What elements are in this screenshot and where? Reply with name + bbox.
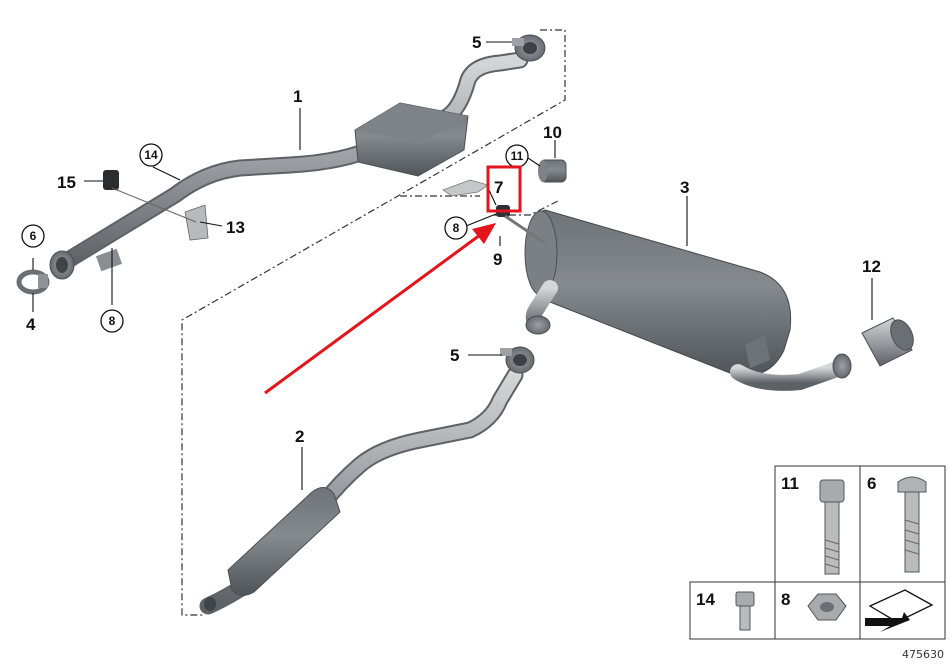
circled-callout-14: 14 <box>139 143 163 167</box>
circled-callout-6: 6 <box>21 224 45 248</box>
rubber-mount-part-10 <box>538 159 567 183</box>
svg-text:14: 14 <box>144 148 158 162</box>
circled-callout-11: 11 <box>505 144 529 168</box>
inset-label-11: 11 <box>781 474 799 493</box>
rear-muffler-part-3 <box>524 209 852 391</box>
rear-pipe-part-2 <box>199 366 524 615</box>
callout-1: 1 <box>293 87 302 106</box>
inset-nut-8 <box>807 593 847 621</box>
hardware-inset: 11 6 14 8 <box>689 465 946 640</box>
inset-bolt-11 <box>819 479 845 575</box>
clamp-part-5-middle <box>500 346 535 374</box>
inset-label-6: 6 <box>867 474 876 493</box>
svg-text:8: 8 <box>109 314 116 328</box>
red-arrow <box>264 223 496 395</box>
inset-direction-icon <box>865 589 934 632</box>
highlight-box <box>486 165 522 213</box>
inset-bolt-14 <box>735 591 755 631</box>
callout-15: 15 <box>57 173 76 192</box>
callout-5-top: 5 <box>472 33 481 52</box>
inset-label-8: 8 <box>781 590 790 609</box>
callout-3: 3 <box>680 178 689 197</box>
inset-bolt-6 <box>897 476 927 573</box>
clamp-part-5-top <box>512 34 546 62</box>
svg-text:6: 6 <box>30 229 37 243</box>
inset-label-14: 14 <box>696 590 715 609</box>
callout-10: 10 <box>543 123 562 142</box>
rubber-mount-part-15 <box>103 170 197 223</box>
circled-callout-8-left: 8 <box>100 309 124 333</box>
svg-text:8: 8 <box>453 221 460 235</box>
callout-9: 9 <box>493 250 502 269</box>
svg-text:11: 11 <box>511 149 524 163</box>
circled-callout-8-right: 8 <box>444 216 468 240</box>
callout-7: 7 <box>494 178 503 197</box>
callout-12: 12 <box>862 257 881 276</box>
callout-5-middle: 5 <box>450 346 459 365</box>
assembly-outline <box>181 29 566 616</box>
tailpipe-part-12 <box>861 317 914 367</box>
callout-13: 13 <box>226 218 245 237</box>
image-number: 475630 <box>902 648 944 661</box>
leader-lines <box>32 41 873 490</box>
callout-4: 4 <box>26 315 36 334</box>
clamp-part-4 <box>16 269 50 295</box>
front-pipe-part-1 <box>49 51 529 280</box>
callout-2: 2 <box>295 427 304 446</box>
